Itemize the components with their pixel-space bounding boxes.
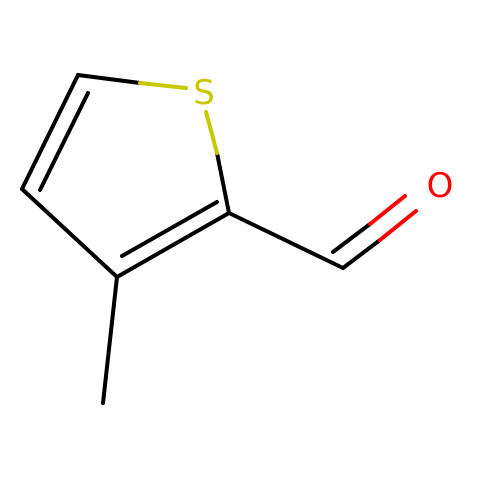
bond-c5-s	[76, 73, 142, 85]
bond-c-o-outer-black	[341, 238, 382, 270]
sulfur-atom-label: S	[193, 73, 215, 113]
bond-c-o-outer-red	[378, 209, 418, 242]
bond-c4-c3	[20, 187, 119, 279]
bond-c3-methyl	[101, 275, 119, 405]
bond-c2-cho	[227, 211, 345, 270]
bond-c3-c2	[115, 211, 231, 279]
bond-c5-c4-inner	[38, 91, 90, 192]
bond-c5-c4	[20, 73, 80, 191]
bond-c5-s-sulfur-segment	[138, 81, 188, 90]
bond-c-o-inner-black	[331, 222, 372, 254]
bond-c2-s-sulfur-segment	[204, 110, 219, 155]
bond-c3-c2-inner	[120, 200, 219, 258]
oxygen-atom-label: O	[427, 166, 454, 206]
bond-c-o-inner-red	[368, 194, 407, 226]
bond-c2-s	[215, 151, 231, 215]
